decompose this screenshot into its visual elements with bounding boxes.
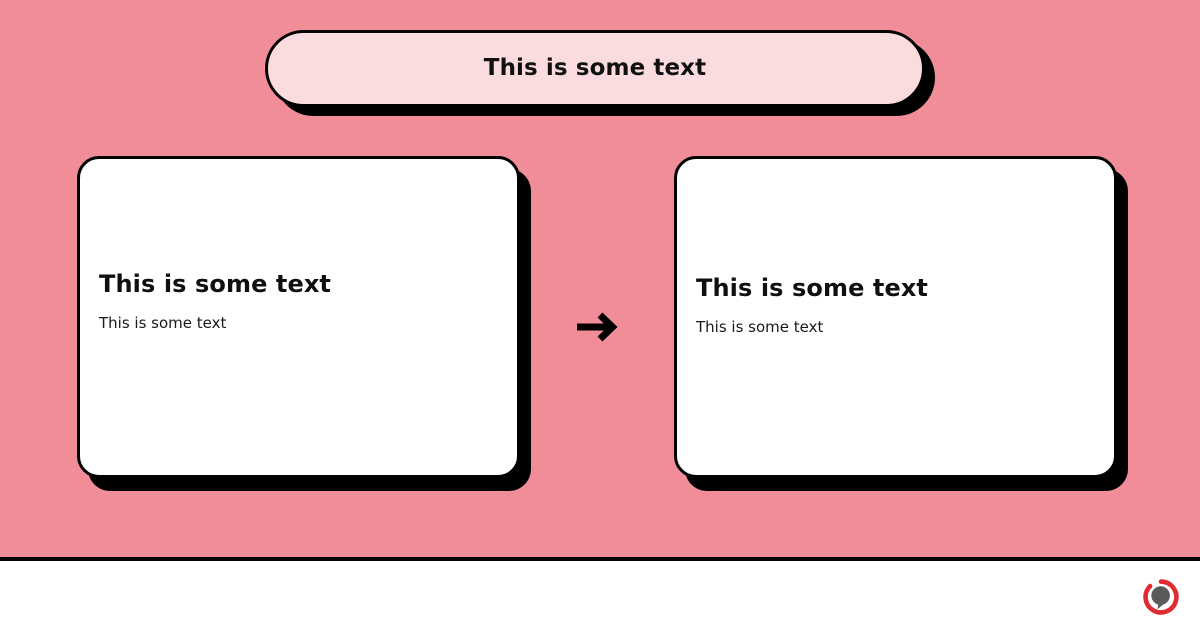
card-right-body: This is some text This is some text	[696, 274, 1100, 337]
banner-pill[interactable]: This is some text	[265, 30, 925, 107]
card-right-text: This is some text	[696, 317, 824, 336]
banner-title: This is some text	[483, 55, 707, 81]
card-left-body: This is some text This is some text	[99, 270, 503, 333]
slide-stage: This is some text This is some text This…	[0, 0, 1200, 561]
card-left-heading: This is some text	[99, 270, 332, 298]
card-right-heading: This is some text	[696, 274, 929, 302]
speech-bubble-ring-logo-icon[interactable]	[1142, 578, 1180, 616]
card-left[interactable]: This is some text This is some text	[77, 156, 520, 478]
card-right[interactable]: This is some text This is some text	[674, 156, 1117, 478]
arrow-right-icon	[573, 300, 625, 354]
card-left-text: This is some text	[99, 313, 227, 332]
footer-bar	[0, 565, 1200, 630]
